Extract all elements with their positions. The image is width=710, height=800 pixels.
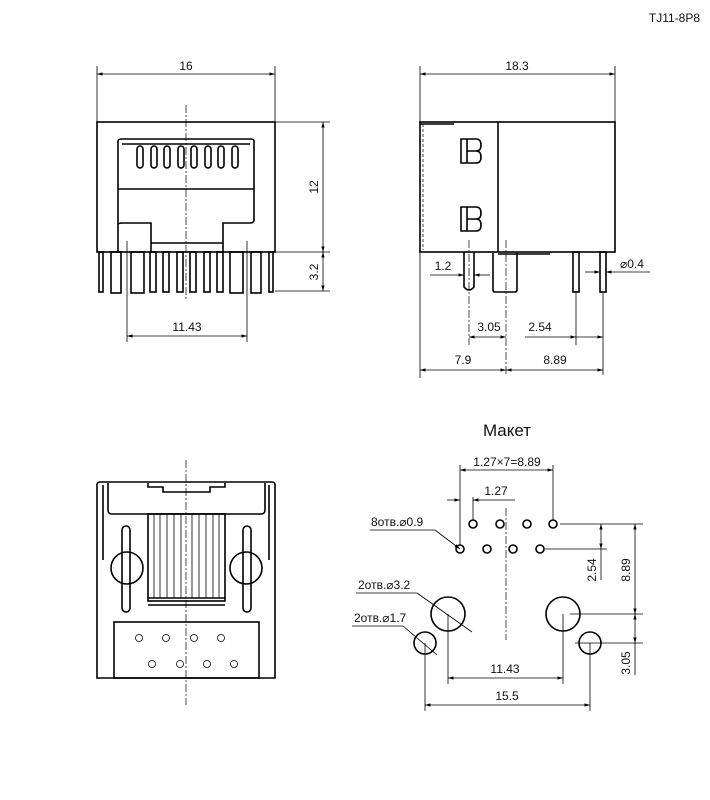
- dim-row-spacing: 2.54: [585, 558, 599, 582]
- pins: [98, 251, 274, 294]
- dim-pin-length: 3.2: [307, 263, 321, 280]
- dim-pin-diameter: ⌀0.4: [620, 257, 644, 271]
- label-small-holes: 8отв.⌀0.9: [371, 515, 424, 529]
- bottom-view: [96, 460, 276, 705]
- contact-fingers: [136, 145, 239, 169]
- label-large-holes: 2отв.⌀3.2: [358, 578, 411, 592]
- dim-pitch: 1.27: [484, 484, 508, 498]
- dim-mid-spacing: 15.5: [495, 689, 519, 703]
- dim-vertical-offset: 3.05: [619, 651, 633, 675]
- dim-offset-c: 8.89: [543, 353, 567, 367]
- label-mid-holes: 2отв.⌀1.7: [354, 611, 407, 625]
- dim-pitch-total: 1.27×7=8.89: [473, 455, 541, 469]
- front-view: 16 12 3.2 11.43: [96, 59, 330, 342]
- dim-width: 16: [179, 59, 193, 73]
- dim-pitch: 2.54: [528, 320, 552, 334]
- dim-depth: 18.3: [505, 59, 529, 73]
- dim-offset-b: 7.9: [455, 353, 472, 367]
- dim-large-spacing: 11.43: [490, 662, 519, 676]
- dim-vertical-total: 8.89: [619, 558, 633, 582]
- dim-tab-width: 1.2: [435, 259, 452, 273]
- part-number: TJ11-8P8: [649, 11, 700, 25]
- pcb-layout: Макет 1.27×7=8.89 1.27 8отв.⌀0.9 2отв.⌀3…: [352, 421, 643, 711]
- pin-holes: [135, 634, 238, 668]
- layout-title: Макет: [483, 421, 531, 440]
- dim-height: 12: [307, 180, 321, 194]
- signal-holes: [455, 519, 558, 554]
- side-view: 18.3 1.2 ⌀0.4 3.05 2.54 7.9 8.89: [419, 59, 650, 378]
- dim-mount-spacing: 11.43: [172, 320, 201, 334]
- dim-offset-a: 3.05: [477, 320, 501, 334]
- contact-lines: [153, 514, 220, 598]
